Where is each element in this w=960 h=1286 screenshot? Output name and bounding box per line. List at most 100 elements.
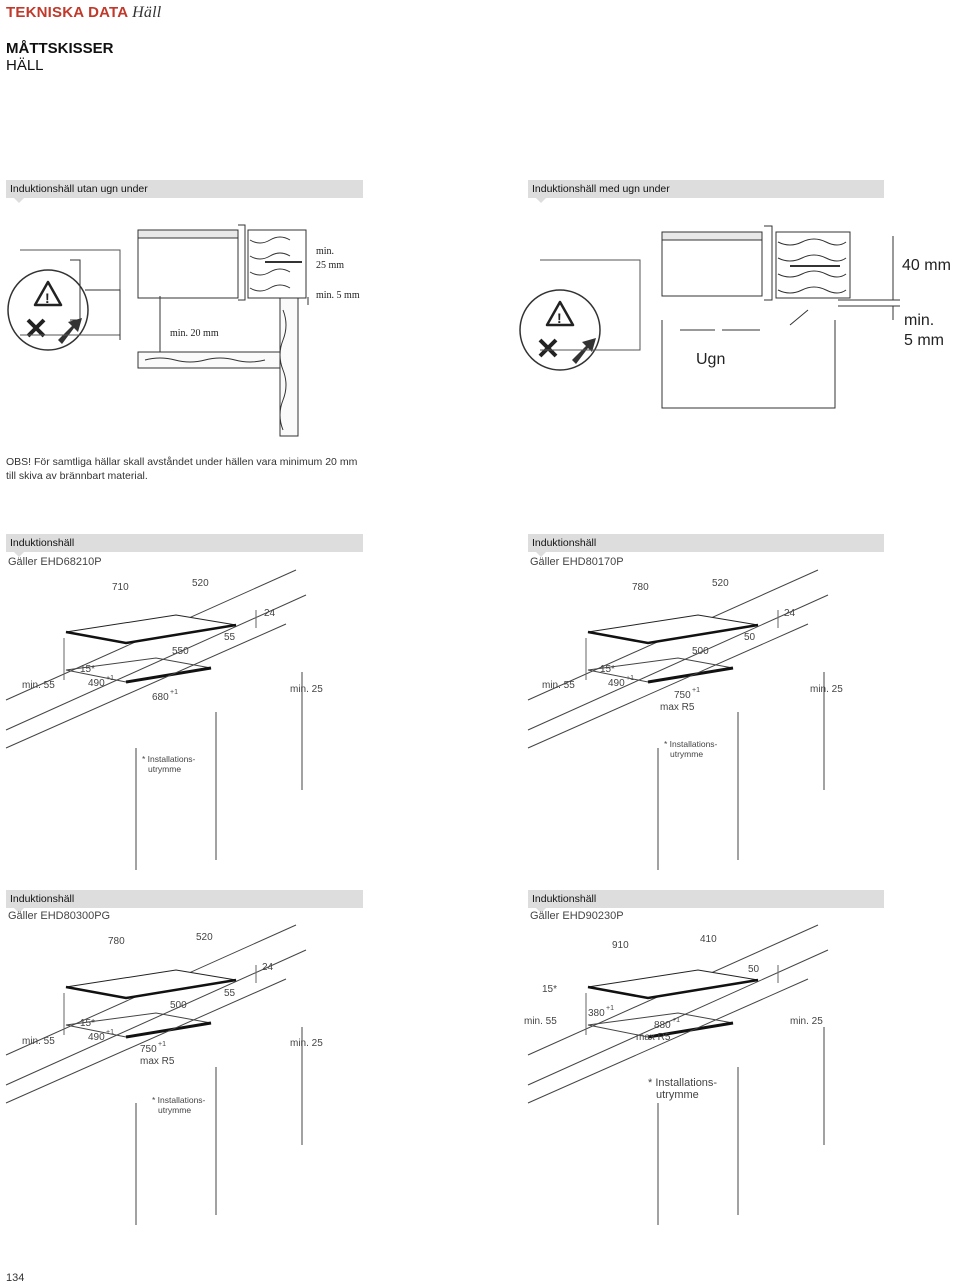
p1-min-right: min. 25 bbox=[290, 684, 323, 695]
p4-min-left: min. 55 bbox=[524, 1016, 557, 1027]
install-bar-right-label: Induktionshäll med ugn under bbox=[532, 183, 670, 195]
p1-cut-c-sup: +1 bbox=[170, 689, 178, 696]
p3-cut-c: 750 bbox=[140, 1044, 157, 1055]
p1-note1: * Installations- bbox=[142, 754, 196, 764]
p3-min-right: min. 25 bbox=[290, 1038, 323, 1049]
p2-min-right: min. 25 bbox=[810, 684, 843, 695]
svg-text:!: ! bbox=[45, 290, 50, 306]
p4-note2: utrymme bbox=[656, 1089, 699, 1101]
p4-cut-b: 380 bbox=[588, 1008, 605, 1019]
p1-width: 710 bbox=[112, 582, 129, 593]
left-install-drawing bbox=[20, 224, 309, 437]
p4-depth: 410 bbox=[700, 934, 717, 945]
p3-note2: utrymme bbox=[158, 1105, 191, 1115]
p2-width: 780 bbox=[632, 582, 649, 593]
p2-cut-b-sup: +1 bbox=[626, 675, 634, 682]
p2-height: 24 bbox=[784, 608, 796, 619]
panel-2-model: Gäller EHD80170P bbox=[530, 556, 624, 568]
left-min25-label: min. bbox=[316, 246, 334, 257]
p3-cut-b-sup: +1 bbox=[106, 1029, 114, 1036]
warning-note: OBS! För samtliga hällar skall avståndet… bbox=[6, 456, 358, 482]
p4-cut-c-sup: +1 bbox=[672, 1017, 680, 1024]
p1-cut-b: 490 bbox=[88, 678, 105, 689]
p4-note1: * Installations- bbox=[648, 1077, 717, 1089]
p1-height: 24 bbox=[264, 608, 276, 619]
panel-bar-3: Induktionshäll bbox=[6, 890, 363, 913]
hob-diagram-2 bbox=[526, 568, 830, 872]
p3-max-radius: max R5 bbox=[140, 1056, 175, 1067]
panel-4-model: Gäller EHD90230P bbox=[530, 910, 624, 922]
section-subtitle: Häll bbox=[132, 4, 162, 21]
right-install-drawing bbox=[540, 225, 900, 409]
oven-label: Ugn bbox=[696, 351, 725, 368]
p3-width: 780 bbox=[108, 936, 125, 947]
p2-min-left: min. 55 bbox=[542, 680, 575, 691]
p3-cut-depth: 55 bbox=[224, 988, 236, 999]
p2-edge: 15* bbox=[600, 664, 615, 675]
p2-depth: 520 bbox=[712, 578, 729, 589]
left-min5-label: min. 5 mm bbox=[316, 290, 360, 301]
install-bar-right: Induktionshäll med ugn under bbox=[528, 180, 884, 203]
panel-bar-1: Induktionshäll bbox=[6, 534, 363, 557]
p2-note1: * Installations- bbox=[664, 739, 718, 749]
p1-note2: utrymme bbox=[148, 764, 181, 774]
p4-cut-b-sup: +1 bbox=[606, 1005, 614, 1012]
install-diagrams: ! min. 25 mm min. 5 mm min. 20 mm ! bbox=[7, 224, 951, 437]
right-min-label: min. bbox=[904, 312, 934, 329]
p2-cut-c-sup: +1 bbox=[692, 687, 700, 694]
warning-icon-right: ! bbox=[519, 289, 601, 371]
p3-min-left: min. 55 bbox=[22, 1036, 55, 1047]
p2-note2: utrymme bbox=[670, 749, 703, 759]
install-bar-left: Induktionshäll utan ugn under bbox=[6, 180, 363, 203]
p2-cut-depth: 50 bbox=[744, 632, 756, 643]
p3-cut-width: 500 bbox=[170, 1000, 187, 1011]
p3-note1: * Installations- bbox=[152, 1095, 206, 1105]
hob-diagram-4 bbox=[526, 923, 830, 1227]
p1-edge: 15* bbox=[80, 664, 95, 675]
svg-text:!: ! bbox=[557, 310, 562, 326]
p3-depth: 520 bbox=[196, 932, 213, 943]
page-subtitle: HÄLL bbox=[6, 57, 44, 74]
right-5mm-label: 5 mm bbox=[904, 332, 944, 349]
hob-diagram-1 bbox=[4, 568, 308, 872]
p3-cut-b: 490 bbox=[88, 1032, 105, 1043]
p2-cut-b: 490 bbox=[608, 678, 625, 689]
p4-cut-c: 880 bbox=[654, 1020, 671, 1031]
p3-edge: 15* bbox=[80, 1018, 95, 1029]
p1-cut-depth: 55 bbox=[224, 632, 236, 643]
p2-cut-c: 750 bbox=[674, 690, 691, 701]
panel-bar-4: Induktionshäll bbox=[528, 890, 884, 913]
panel-3-model: Gäller EHD80300PG bbox=[8, 910, 111, 922]
p3-cut-c-sup: +1 bbox=[158, 1041, 166, 1048]
p2-cut-width: 500 bbox=[692, 646, 709, 657]
p4-min-right: min. 25 bbox=[790, 1016, 823, 1027]
p4-edge: 15* bbox=[542, 984, 557, 995]
panel-3-title: Induktionshäll bbox=[10, 893, 75, 905]
right-40mm-label: 40 mm bbox=[902, 257, 951, 274]
p1-cut-c: 680 bbox=[152, 692, 169, 703]
install-bar-left-label: Induktionshäll utan ugn under bbox=[10, 183, 148, 195]
left-min25b-label: 25 mm bbox=[316, 260, 344, 271]
p1-min-left: min. 55 bbox=[22, 680, 55, 691]
section-title: TEKNISKA DATA bbox=[6, 4, 128, 21]
left-min20-label: min. 20 mm bbox=[170, 328, 219, 339]
p2-max-radius: max R5 bbox=[660, 702, 695, 713]
warning-icon-left: ! bbox=[7, 269, 89, 351]
panel-4-title: Induktionshäll bbox=[532, 893, 597, 905]
p4-max-radius: max R5 bbox=[636, 1032, 671, 1043]
p4-width: 910 bbox=[612, 940, 629, 951]
p3-height: 24 bbox=[262, 962, 274, 973]
panel-2-title: Induktionshäll bbox=[532, 537, 597, 549]
p1-cut-width: 550 bbox=[172, 646, 189, 657]
section-header: TEKNISKA DATA Häll bbox=[6, 4, 161, 22]
p4-height: 50 bbox=[748, 964, 760, 975]
panel-1-model: Gäller EHD68210P bbox=[8, 556, 102, 568]
page-title: MÅTTSKISSER bbox=[6, 40, 114, 57]
page-number: 134 bbox=[6, 1272, 25, 1284]
p1-cut-b-sup: +1 bbox=[106, 675, 114, 682]
panel-bar-2: Induktionshäll bbox=[528, 534, 884, 557]
p1-depth: 520 bbox=[192, 578, 209, 589]
hob-diagram-3 bbox=[4, 923, 308, 1227]
panel-1-title: Induktionshäll bbox=[10, 537, 75, 549]
